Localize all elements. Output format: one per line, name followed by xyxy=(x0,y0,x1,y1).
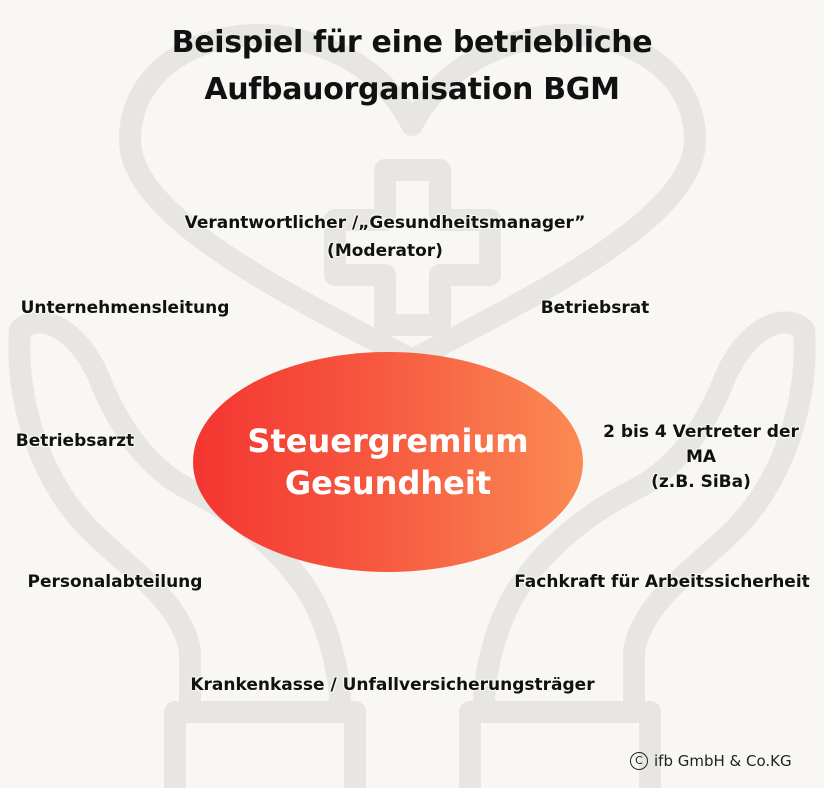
node-safety-specialist: Fachkraft für Arbeitssicherheit xyxy=(514,572,810,592)
node-company-doctor: Betriebsarzt xyxy=(15,431,135,451)
page-title-line-1: Beispiel für eine betriebliche xyxy=(171,25,653,60)
node-insurance: Krankenkasse / Unfallversicherungsträger xyxy=(190,675,595,695)
node-manager-sublabel: (Moderator) xyxy=(327,241,443,261)
copyright-footer: C ifb GmbH & Co.KG xyxy=(630,750,792,772)
right-cuff-icon xyxy=(459,701,661,788)
node-leadership: Unternehmensleitung xyxy=(20,298,230,318)
node-employee-reps-line-3: (z.B. SiBa) xyxy=(651,472,751,492)
center-label-line-1: Steuergremium xyxy=(247,422,529,460)
copyright-icon: C xyxy=(630,752,648,770)
center-oval: Steuergremium Gesundheit xyxy=(193,352,583,572)
left-hand-icon xyxy=(8,311,351,711)
heart-icon xyxy=(119,23,706,371)
node-employee-reps-line-2: MA xyxy=(685,447,717,467)
copyright-company: ifb GmbH & Co.KG xyxy=(654,752,792,770)
page-title-line-2: Aufbauorganisation BGM xyxy=(204,72,620,107)
node-works-council: Betriebsrat xyxy=(540,298,650,318)
node-hr: Personalabteilung xyxy=(27,572,203,592)
right-hand-icon xyxy=(473,311,816,711)
node-employee-reps: 2 bis 4 Vertreter der MA (z.B. SiBa) xyxy=(596,421,806,493)
medical-cross-icon xyxy=(324,159,501,336)
center-label-line-2: Gesundheit xyxy=(284,464,492,502)
node-employee-reps-line-1: 2 bis 4 Vertreter der xyxy=(603,422,799,442)
node-manager-label: Verantwortlicher /„Gesundheitsmanager” xyxy=(184,213,586,233)
node-manager: Verantwortlicher /„Gesundheitsmanager” (… xyxy=(180,212,590,262)
left-cuff-icon xyxy=(164,701,366,788)
